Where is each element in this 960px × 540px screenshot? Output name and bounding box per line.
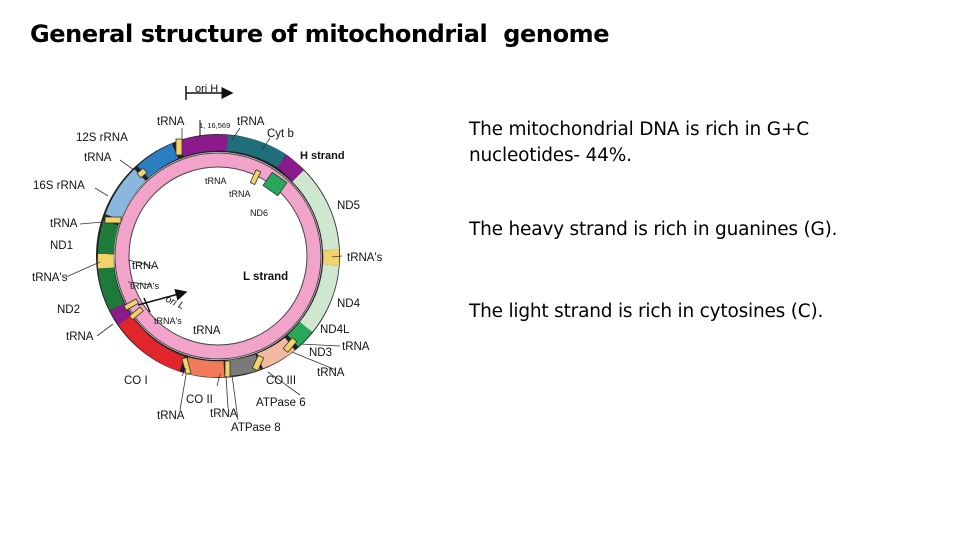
label-trna-top-left: tRNA: [157, 116, 185, 128]
label-nd1: ND1: [50, 240, 73, 252]
coordinate-label: 1, 16,569: [199, 121, 230, 130]
h-strand-ring: [96, 134, 340, 378]
label-trnas-right: tRNA's: [347, 252, 383, 264]
label-trna-right2: tRNA: [342, 341, 370, 353]
label-nd2: ND2: [57, 304, 80, 316]
note-heavy-strand: The heavy strand is rich in guanines (G)…: [469, 219, 838, 240]
label-nd4: ND4: [337, 298, 361, 310]
label-co2: CO II: [186, 394, 213, 406]
label-trna-top-right: tRNA: [237, 116, 265, 128]
ori-h-label: ori H: [195, 83, 218, 95]
segment-trna-left3: [109, 303, 132, 325]
label-trna-left3: tRNA: [66, 331, 94, 343]
l-strand-ring: [114, 152, 322, 360]
ori-h-marker: [185, 86, 234, 137]
label-trnas-left: tRNA's: [32, 272, 68, 284]
segment-nd4: [299, 264, 339, 333]
label-nd3: ND3: [309, 347, 332, 359]
segment-nd4l: [287, 321, 313, 347]
label-trna-left1: tRNA: [84, 152, 112, 164]
segment-nd2: [98, 266, 125, 311]
label-trna-bottom1: tRNA: [157, 410, 185, 422]
label-nd5: ND5: [337, 200, 360, 212]
segment-16s-rrna: [105, 169, 146, 220]
label-nd4l: ND4L: [320, 324, 350, 336]
segment-nd5: [292, 170, 339, 251]
label-atpase8: ATPase 8: [231, 422, 281, 434]
label-inner-trna3: tRNA: [132, 260, 159, 272]
ori-l-marker: [137, 288, 188, 313]
label-trna-left2: tRNA: [50, 218, 78, 230]
label-16s-rrna: 16S rRNA: [33, 180, 85, 192]
segment-atpase: [183, 357, 225, 378]
note-light-strand: The light strand is rich in cytosines (C…: [469, 301, 824, 322]
label-trna-right1: tRNA: [317, 367, 345, 379]
mtdna-genome-map: ori H 1, 16,569 tRNA tRNA Cyt b H strand…: [32, 83, 383, 434]
label-nd6: ND6: [250, 208, 268, 218]
segment-trna-phe: [178, 134, 228, 157]
segment-trna-thr: [276, 154, 305, 182]
label-inner-trnas1: tRNA's: [130, 281, 160, 292]
label-12s-rrna: 12S rRNA: [76, 132, 128, 144]
h-strand-label: H strand: [300, 150, 345, 162]
l-strand-label: L strand: [243, 271, 288, 283]
label-co1: CO I: [124, 375, 148, 387]
ori-l-label: ori L: [164, 294, 186, 312]
label-trna-bottom2: tRNA: [210, 408, 238, 420]
label-inner-trna1: tRNA: [205, 176, 227, 186]
label-atpase6: ATPase 6: [256, 397, 306, 409]
note-gc-content: The mitochondrial DNA is rich in G+C nuc…: [469, 119, 809, 166]
segment-cyt-b: [226, 135, 287, 168]
segment-co2: [118, 315, 185, 372]
label-inner-trna4: tRNA: [193, 325, 221, 337]
segment-nd6: [262, 171, 288, 197]
label-inner-trnas2: tRNA's: [154, 316, 182, 326]
label-inner-trna2: tRNA: [229, 189, 251, 199]
page-title: General structure of mitochondrial genom…: [30, 20, 610, 48]
label-cyt-b: Cyt b: [267, 128, 294, 140]
segment-nd1: [98, 220, 119, 255]
label-co3: CO III: [266, 375, 296, 387]
